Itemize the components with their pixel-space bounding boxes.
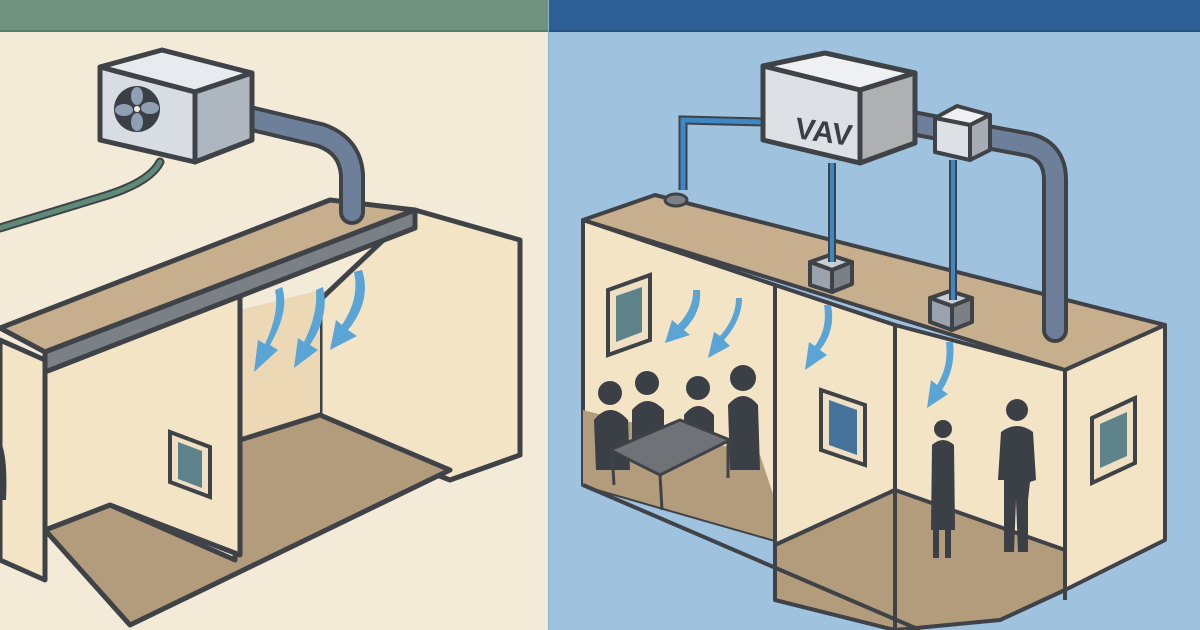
people-right-room — [931, 399, 1036, 558]
reheat-box — [933, 104, 992, 162]
right-header-bar — [549, 0, 1200, 32]
fan-icon — [114, 86, 160, 132]
vav-box: VAV — [760, 50, 918, 166]
vav-scene: VAV — [549, 32, 1200, 630]
vav-panel: VAV — [549, 0, 1200, 630]
room-box — [0, 197, 523, 628]
window — [168, 429, 212, 500]
roof-diffuser — [663, 192, 689, 208]
person-partial — [0, 440, 7, 500]
single-zone-scene — [0, 32, 549, 630]
window-outer-wall — [1090, 394, 1137, 487]
meeting-group — [594, 365, 760, 511]
window-middle-room — [819, 387, 867, 468]
airflow-arrows — [665, 290, 954, 408]
vav-label: VAV — [793, 112, 854, 153]
single-zone-panel — [0, 0, 549, 630]
conference-table — [606, 418, 734, 477]
left-header-bar — [0, 0, 549, 32]
window-meeting-room — [606, 272, 652, 358]
diffuser-box-1 — [808, 253, 854, 294]
airflow-arrows — [254, 270, 365, 372]
condenser-unit — [97, 47, 255, 165]
